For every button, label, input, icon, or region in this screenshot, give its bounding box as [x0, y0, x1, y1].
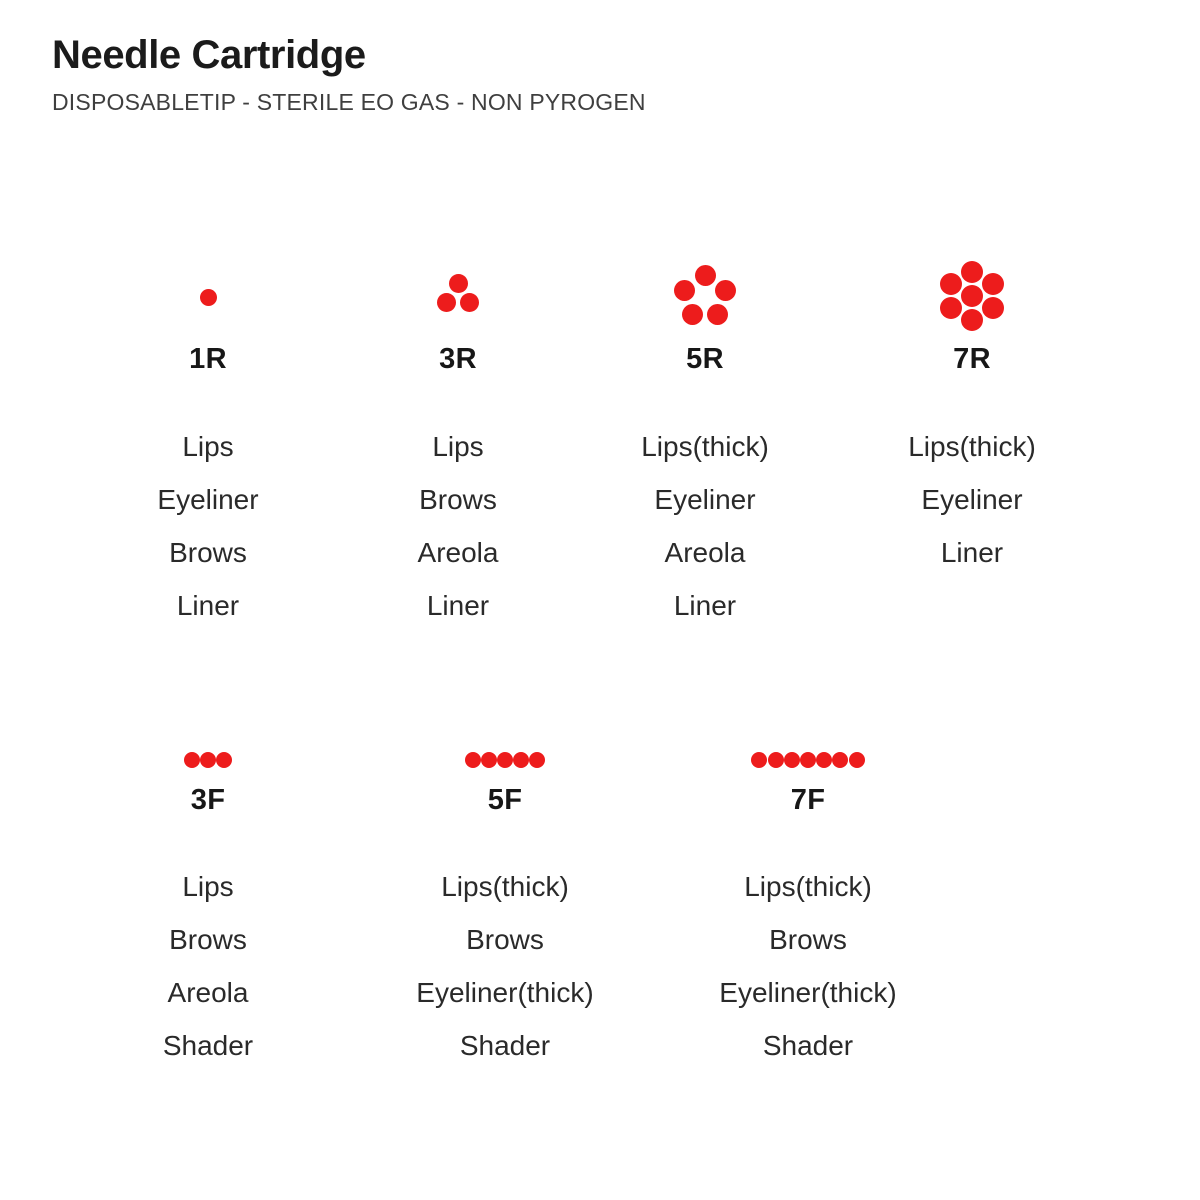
- needle-use-item: Areola: [417, 536, 499, 568]
- needle-dot: [981, 297, 1004, 319]
- needle-dot: [448, 273, 468, 293]
- needle-dot: [673, 279, 695, 301]
- needle-use-item: Brows: [169, 923, 247, 955]
- page-subtitle: DISPOSABLETIP - STERILE EO GAS - NON PYR…: [52, 89, 646, 115]
- needle-use-item: Liner: [176, 589, 240, 621]
- needle-code-label: 7F: [790, 784, 826, 816]
- needle-dot: [199, 288, 217, 306]
- needle-use-item: Shader: [162, 1029, 254, 1061]
- needle-dot: [715, 279, 737, 301]
- page-title: Needle Cartridge: [52, 33, 366, 77]
- needle-dot-pattern-horizontal-row: [445, 745, 565, 775]
- needle-dot: [437, 292, 456, 312]
- needle-code-label: 7R: [953, 343, 991, 375]
- needle-dot: [480, 752, 497, 768]
- needle-use-item: Areola: [664, 536, 746, 568]
- needle-code-label: 3R: [439, 343, 477, 375]
- needle-dot: [216, 752, 233, 768]
- needle-dot: [513, 752, 530, 768]
- needle-use-item: Liner: [940, 536, 1004, 568]
- needle-dot-pattern-single-dot: [148, 250, 268, 334]
- needle-dot-pattern-pentagon: [645, 250, 765, 334]
- needle-dot: [940, 273, 963, 295]
- needle-dot: [497, 752, 513, 768]
- needle-dot: [183, 752, 200, 768]
- needle-use-item: Eyeliner: [654, 483, 756, 515]
- needle-dot: [707, 304, 729, 326]
- needle-use-item: Shader: [762, 1029, 854, 1061]
- needle-dot-pattern-hexagon-with-center: [912, 250, 1032, 334]
- needle-dot: [460, 292, 479, 312]
- needle-use-item: Lips: [182, 870, 234, 902]
- needle-dot-pattern-horizontal-row: [748, 745, 868, 775]
- needle-use-item: Brows: [419, 483, 497, 515]
- needle-use-item: Liner: [426, 589, 490, 621]
- needle-dot: [464, 752, 481, 768]
- needle-use-item: Lips(thick): [441, 870, 569, 902]
- needle-use-item: Eyeliner(thick): [416, 976, 594, 1008]
- needle-dot-pattern-horizontal-row: [148, 745, 268, 775]
- needle-dot: [848, 752, 865, 768]
- needle-dot: [200, 752, 216, 768]
- needle-use-item: Lips(thick): [744, 870, 872, 902]
- needle-use-item: Liner: [673, 589, 737, 621]
- needle-code-label: 5F: [487, 784, 523, 816]
- needle-code-label: 1R: [189, 343, 227, 375]
- needle-dot: [783, 752, 800, 768]
- needle-use-item: Areola: [167, 976, 249, 1008]
- needle-dot: [832, 752, 849, 768]
- needle-dot: [961, 261, 983, 283]
- needle-use-item: Brows: [169, 536, 247, 568]
- needle-dot: [529, 752, 546, 768]
- needle-use-item: Shader: [459, 1029, 551, 1061]
- needle-use-item: Brows: [769, 923, 847, 955]
- needle-dot: [681, 304, 703, 326]
- needle-use-item: Eyeliner: [157, 483, 259, 515]
- needle-use-item: Lips: [432, 430, 484, 462]
- needle-dot: [940, 297, 963, 319]
- needle-dot: [816, 752, 833, 768]
- needle-dot-pattern-triangle: [398, 250, 518, 334]
- needle-use-item: Lips(thick): [641, 430, 769, 462]
- needle-dot: [961, 285, 983, 307]
- needle-dot: [767, 752, 784, 768]
- needle-dot: [981, 273, 1004, 295]
- needle-use-item: Eyeliner(thick): [719, 976, 897, 1008]
- needle-code-label: 3F: [190, 784, 226, 816]
- needle-use-item: Lips(thick): [908, 430, 1036, 462]
- needle-code-label: 5R: [686, 343, 724, 375]
- header: Needle Cartridge DISPOSABLETIP - STERILE…: [52, 34, 1152, 115]
- needle-use-item: Lips: [182, 430, 234, 462]
- needle-use-item: Brows: [466, 923, 544, 955]
- needle-dot: [800, 752, 816, 768]
- needle-use-item: Eyeliner: [921, 483, 1023, 515]
- needle-dot: [961, 309, 983, 331]
- needle-dot: [751, 752, 768, 768]
- needle-dot: [694, 264, 716, 286]
